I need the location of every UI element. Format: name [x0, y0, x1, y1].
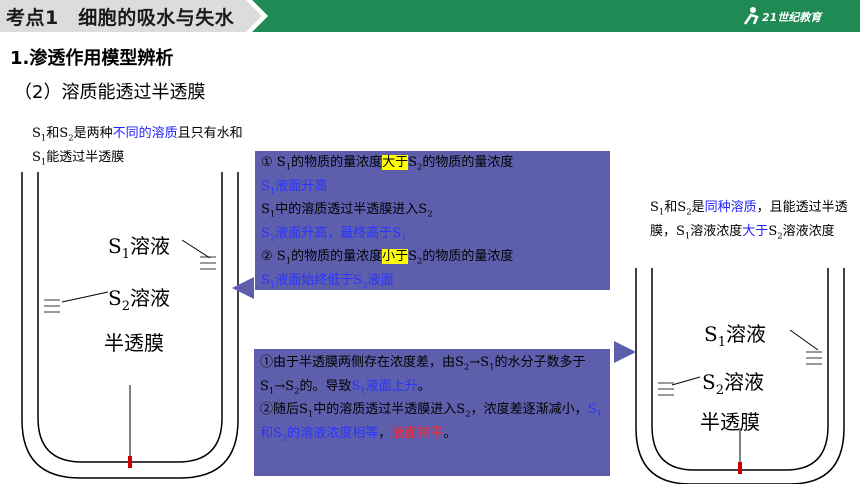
arrow-right-icon [614, 341, 636, 363]
explanation-panel-2: ①由于半透膜两侧存在浓度差，由S2→S1的水分子数多于S1→S2的。导致S1液面… [254, 349, 610, 476]
level-equal-emphasis: 液面持平 [391, 425, 444, 441]
right-s1-solution-label: S1溶液 [704, 322, 766, 350]
s1-rises-emphasis: S1液面上升 [351, 378, 418, 396]
right-condition-note: S1和S2是同种溶质，且能透过半透膜，S1溶液浓度大于S2溶液浓度 [650, 200, 848, 241]
greater-than-emphasis: 大于 [742, 223, 769, 239]
explanation-panel-1: ① S1的物质的量浓度大于S2的物质的量浓度 S1液面升高 S1中的溶质透过半透… [255, 151, 610, 290]
left-membrane-mark [128, 456, 132, 468]
right-membrane-mark [738, 462, 742, 474]
left-s2-solution-label: S2溶液 [108, 286, 170, 314]
left-membrane-label: 半透膜 [104, 331, 164, 355]
panel1-line-3: S1中的溶质透过半透膜进入S2 [261, 202, 433, 219]
left-s1-solution-label: S1溶液 [108, 234, 170, 262]
panel1-line-2: S1液面升高 [261, 178, 328, 196]
arrow-left-icon [232, 277, 254, 299]
right-s2-solution-label: S2溶液 [702, 370, 764, 398]
panel1-line-1: ① S1的物质的量浓度大于S2的物质的量浓度 [261, 155, 514, 172]
equal-concentration-emphasis: S1和S2的溶液浓度相等 [260, 402, 602, 443]
panel1-line-6: S1液面始终低于S2液面 [261, 272, 394, 290]
section-tag-shape [0, 0, 268, 32]
right-membrane-label: 半透膜 [700, 410, 760, 434]
brand-logo: 21世纪教育 [742, 6, 842, 26]
logo-text: 21世纪教育 [762, 11, 822, 24]
section-tag-label: 考点1 细胞的吸水与失水 [6, 7, 235, 29]
page-subtitle: （2）溶质能透过半透膜 [14, 82, 206, 103]
greater-highlight: 大于 [382, 155, 409, 170]
different-solute-emphasis: 不同的溶质 [112, 126, 178, 141]
logo-person-icon [743, 7, 759, 25]
less-highlight: 小于 [382, 249, 409, 265]
left-condition-note: S1和S2是两种不同的溶质且只有水和S1能透过半透膜 [32, 126, 243, 167]
page-title: 1.渗透作用模型辨析 [10, 48, 174, 69]
panel1-line-4: S2液面升高，最终高于S1 [261, 225, 407, 243]
same-solute-emphasis: 同种溶质 [704, 200, 757, 215]
panel1-line-5: ② S1的物质的量浓度小于S2的物质的量浓度 [261, 249, 514, 266]
